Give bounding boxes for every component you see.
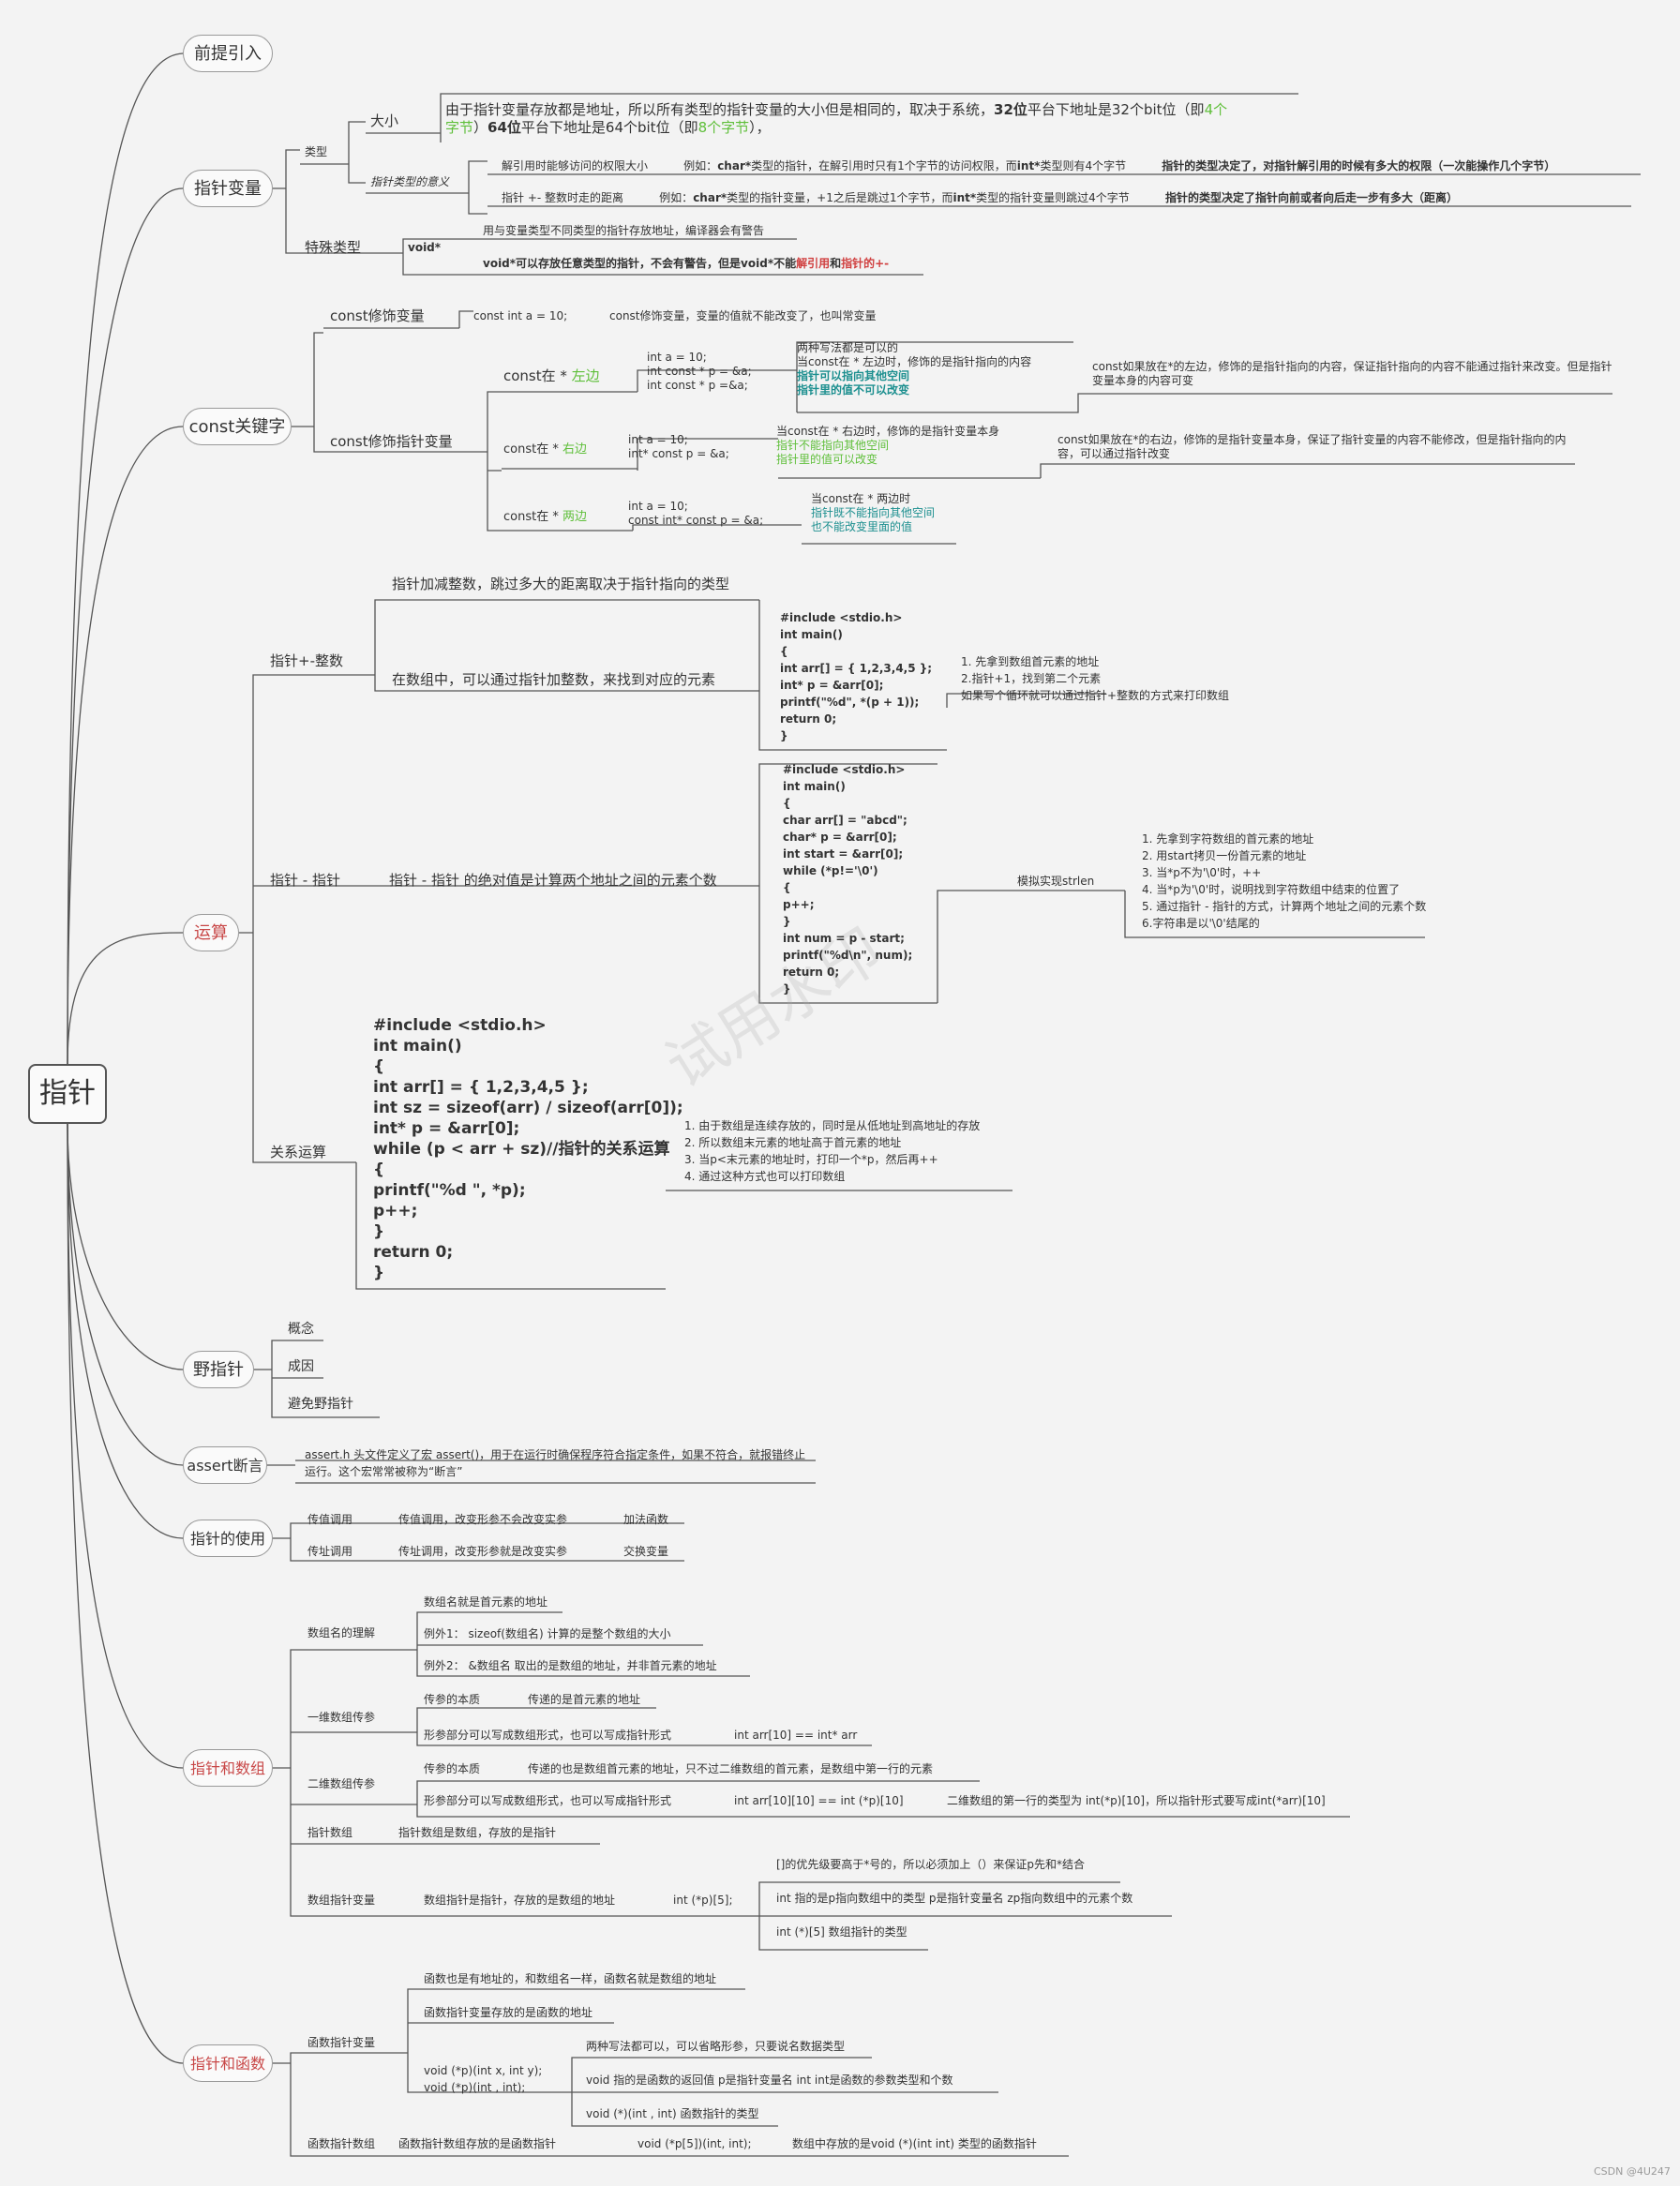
arr-ap4: int 指的是p指向数组中的类型 p是指针变量名 zp指向数组中的元素个数 bbox=[776, 1892, 1133, 1905]
assert-desc: assert.h 头文件定义了宏 assert()，用于在运行时确保程序符合指定… bbox=[305, 1448, 806, 1478]
arr-ap3: []的优先级要高于*号的，所以必须加上（）来保证p先和*结合 bbox=[776, 1858, 1085, 1871]
arr-u2: 例外1： sizeof(数组名) 计算的是整个数组的大小 bbox=[424, 1627, 671, 1640]
const-left-code: int a = 10;int const * p = &a;int const … bbox=[647, 351, 752, 392]
arr-name-understanding: 数组名的理解 bbox=[308, 1626, 376, 1640]
const-right-desc: 当const在 * 右边时，修饰的是指针变量本身指针不能指向其他空间指针里的值可… bbox=[776, 425, 1000, 466]
fn-f5: void 指的是函数的返回值 p是指针变量名 int int是函数的参数类型和个… bbox=[586, 2074, 953, 2087]
void-note-2: void*可以存放任意类型的指针，不会有警告，但是void*不能解引用和指针的+… bbox=[483, 257, 890, 270]
meaning-1: 解引用时能够访问的权限大小 例如：char*类型的指针，在解引用时只有1个字节的… bbox=[502, 159, 1556, 172]
arr-ap1: 数组指针是指针，存放的是数组的地址 bbox=[424, 1894, 616, 1907]
void-note-1: 用与变量类型不同类型的指针存放地址，编译器会有警告 bbox=[483, 224, 765, 237]
meaning-2: 指针 +- 整数时走的距离 例如：char*类型的指针变量，+1之后是跳过1个字… bbox=[502, 191, 1458, 204]
code-block-2: #include <stdio.h>int main(){ char arr[]… bbox=[783, 763, 913, 996]
wild-cause: 成因 bbox=[288, 1359, 314, 1374]
fn-f2: 函数指针变量存放的是函数的地址 bbox=[424, 2006, 593, 2019]
topic-wild-pointer[interactable]: 野指针 bbox=[183, 1351, 254, 1388]
ptr-plus-int-1: 指针加减整数，跳过多大的距离取决于指针指向的类型 bbox=[392, 576, 730, 592]
arr-w1a: 传参的本质 bbox=[424, 1762, 481, 1775]
const-both-code: int a = 10;const int* const p = &a; bbox=[628, 500, 764, 527]
topic-pointer-variable[interactable]: 指针变量 bbox=[183, 170, 273, 207]
code-block-1: #include <stdio.h>int main(){ int arr[] … bbox=[780, 611, 933, 742]
const-code-1: const int a = 10; bbox=[473, 309, 568, 322]
arr-o1a: 传参的本质 bbox=[424, 1693, 481, 1706]
use-by-value: 传值调用 bbox=[308, 1513, 353, 1526]
use-by-address: 传址调用 bbox=[308, 1545, 353, 1558]
fn-ptr-var: 函数指针变量 bbox=[308, 2036, 376, 2049]
const-left-summary: const如果放在*的左边，修饰的是指针指向的内容，保证指针指向的内容不能通过指… bbox=[1092, 360, 1612, 387]
arr-o2b: int arr[10] == int* arr bbox=[734, 1729, 858, 1742]
wild-concept: 概念 bbox=[288, 1322, 314, 1337]
label-const-right: const在 * 右边 bbox=[503, 442, 587, 457]
label-ptr-plus-int: 指针+-整数 bbox=[270, 652, 343, 669]
use-by-value-desc: 传值调用，改变形参不会改变实参 bbox=[398, 1513, 568, 1526]
const-desc-1: const修饰变量，变量的值就不能改变了，也叫常变量 bbox=[609, 309, 877, 322]
fn-f1: 函数也是有地址的，和数组名一样，函数名就是数组的地址 bbox=[424, 1972, 717, 1985]
ptr-plus-int-2: 在数组中，可以通过指针加整数，来找到对应的元素 bbox=[392, 671, 716, 688]
fn-g1: 函数指针数组存放的是函数指针 bbox=[398, 2137, 557, 2150]
fn-g3: 数组中存放的是void (*)(int int) 类型的函数指针 bbox=[792, 2137, 1037, 2150]
fn-f3: void (*p)(int x, int y);void (*p)(int , … bbox=[424, 2064, 543, 2094]
code-block-3: #include <stdio.h>int main(){ int arr[] … bbox=[373, 1016, 683, 1282]
arr-u3: 例外2： &数组名 取出的是数组的地址，并非首元素的地址 bbox=[424, 1659, 717, 1672]
size-description: 由于指针变量存放都是地址，所以所有类型的指针变量的大小但是相同的，取决于系统，3… bbox=[445, 101, 1228, 136]
fn-g2: void (*p[5])(int, int); bbox=[638, 2137, 752, 2150]
label-ptr-minus-ptr: 指针 - 指针 bbox=[270, 872, 340, 889]
arr-o2a: 形参部分可以写成数组形式，也可以写成指针形式 bbox=[424, 1729, 672, 1742]
arr-array-ptr: 数组指针变量 bbox=[308, 1894, 376, 1907]
label-const-ptr: const修饰指针变量 bbox=[330, 433, 453, 450]
topic-pointer-array[interactable]: 指针和数组 bbox=[183, 1749, 273, 1787]
use-by-value-example: 加法函数 bbox=[623, 1513, 669, 1526]
const-both-desc: 当const在 * 两边时指针既不能指向其他空间也不能改变里面的值 bbox=[811, 492, 936, 533]
topic-prerequisite[interactable]: 前提引入 bbox=[183, 35, 273, 72]
arr-pa1: 指针数组是数组，存放的是指针 bbox=[398, 1826, 557, 1839]
const-left-desc: 两种写法都是可以的当const在 * 左边时，修饰的是指针指向的内容指针可以指向… bbox=[797, 341, 1032, 397]
arr-2d-param: 二维数组传参 bbox=[308, 1777, 376, 1790]
label-type-meaning: 指针类型的意义 bbox=[370, 175, 450, 188]
arr-u1: 数组名就是首元素的地址 bbox=[424, 1595, 548, 1609]
label-const-var: const修饰变量 bbox=[330, 307, 425, 324]
topic-assert[interactable]: assert断言 bbox=[183, 1446, 267, 1484]
label-const-both: const在 * 两边 bbox=[503, 510, 587, 524]
topic-pointer-usage[interactable]: 指针的使用 bbox=[183, 1520, 273, 1557]
fn-f6: void (*)(int , int) 函数指针的类型 bbox=[586, 2107, 759, 2120]
topic-operations[interactable]: 运算 bbox=[183, 914, 239, 951]
arr-w2c: 二维数组的第一行的类型为 int(*p)[10]，所以指针形式要写成int(*a… bbox=[947, 1794, 1326, 1807]
root-topic[interactable]: 指针 bbox=[28, 1064, 107, 1124]
arr-w2a: 形参部分可以写成数组形式，也可以写成指针形式 bbox=[424, 1794, 672, 1807]
label-void-ptr: void* bbox=[408, 241, 442, 254]
use-by-address-example: 交换变量 bbox=[623, 1545, 669, 1558]
label-strlen: 模拟实现strlen bbox=[1017, 875, 1095, 888]
footer-credit: CSDN @4U247 bbox=[1594, 2165, 1671, 2178]
wild-avoid: 避免野指针 bbox=[288, 1397, 353, 1412]
arr-1d-param: 一维数组传参 bbox=[308, 1711, 376, 1724]
topic-const[interactable]: const关键字 bbox=[183, 408, 292, 445]
fn-ptr-array: 函数指针数组 bbox=[308, 2137, 376, 2150]
arr-w2b: int arr[10][10] == int (*p)[10] bbox=[734, 1794, 904, 1807]
arr-ap2: int (*p)[5]; bbox=[673, 1894, 733, 1907]
fn-f4: 两种写法都可以，可以省略形参，只要说名数据类型 bbox=[586, 2040, 846, 2053]
const-right-summary: const如果放在*的右边，修饰的是指针变量本身，保证了指针变量的内容不能修改，… bbox=[1058, 433, 1567, 460]
arr-ap5: int (*)[5] 数组指针的类型 bbox=[776, 1925, 908, 1939]
arr-o1b: 传递的是首元素的地址 bbox=[528, 1693, 641, 1706]
label-const-left: const在 * 左边 bbox=[503, 367, 600, 384]
arr-w1b: 传递的也是数组首元素的地址，只不过二维数组的首元素，是数组中第一行的元素 bbox=[528, 1762, 934, 1775]
arr-ptr-array: 指针数组 bbox=[308, 1826, 353, 1839]
const-right-code: int a = 10;int* const p = &a; bbox=[628, 433, 729, 460]
label-relational: 关系运算 bbox=[270, 1144, 327, 1160]
label-size: 大小 bbox=[370, 112, 399, 129]
label-special-type: 特殊类型 bbox=[305, 239, 362, 256]
label-type: 类型 bbox=[305, 145, 328, 158]
ptr-minus-ptr-desc: 指针 - 指针 的绝对值是计算两个地址之间的元素个数 bbox=[389, 872, 717, 889]
use-by-address-desc: 传址调用，改变形参就是改变实参 bbox=[398, 1545, 568, 1558]
topic-pointer-function[interactable]: 指针和函数 bbox=[183, 2044, 273, 2082]
